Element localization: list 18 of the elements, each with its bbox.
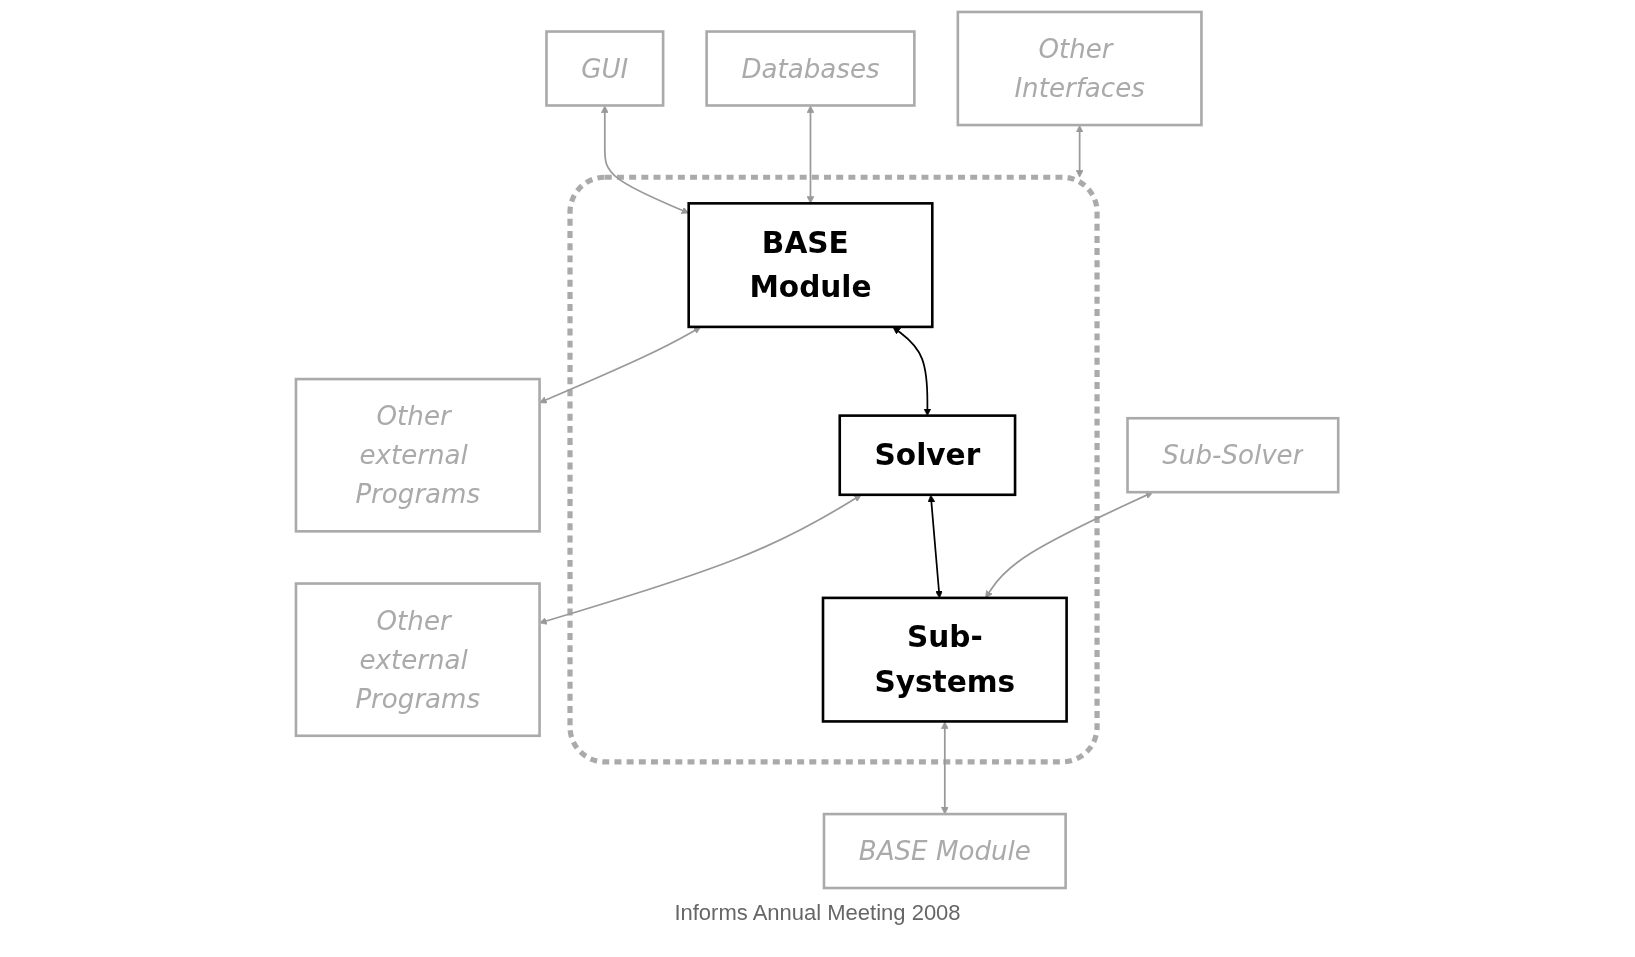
arrow bbox=[601, 105, 690, 214]
node-box: Solver bbox=[838, 414, 1017, 497]
arrow bbox=[539, 494, 863, 625]
node-box: Other external Programs bbox=[295, 582, 542, 738]
arrow bbox=[539, 326, 702, 404]
arrow bbox=[893, 326, 932, 416]
node-box: Other Interfaces bbox=[956, 10, 1204, 127]
arrow bbox=[1076, 125, 1084, 178]
arrow bbox=[941, 721, 950, 815]
node-box: Databases bbox=[705, 30, 917, 107]
cluster bbox=[567, 174, 1101, 765]
node-box: BASE Module bbox=[687, 202, 934, 329]
node-box: BASE Module bbox=[823, 812, 1068, 890]
arrow bbox=[807, 105, 815, 204]
node-box: GUI bbox=[545, 30, 665, 107]
node-box: Other external Programs bbox=[295, 377, 542, 533]
node-box: Sub-Systems bbox=[822, 596, 1069, 723]
footer-note: Informs Annual Meeting 2008 bbox=[673, 900, 962, 926]
